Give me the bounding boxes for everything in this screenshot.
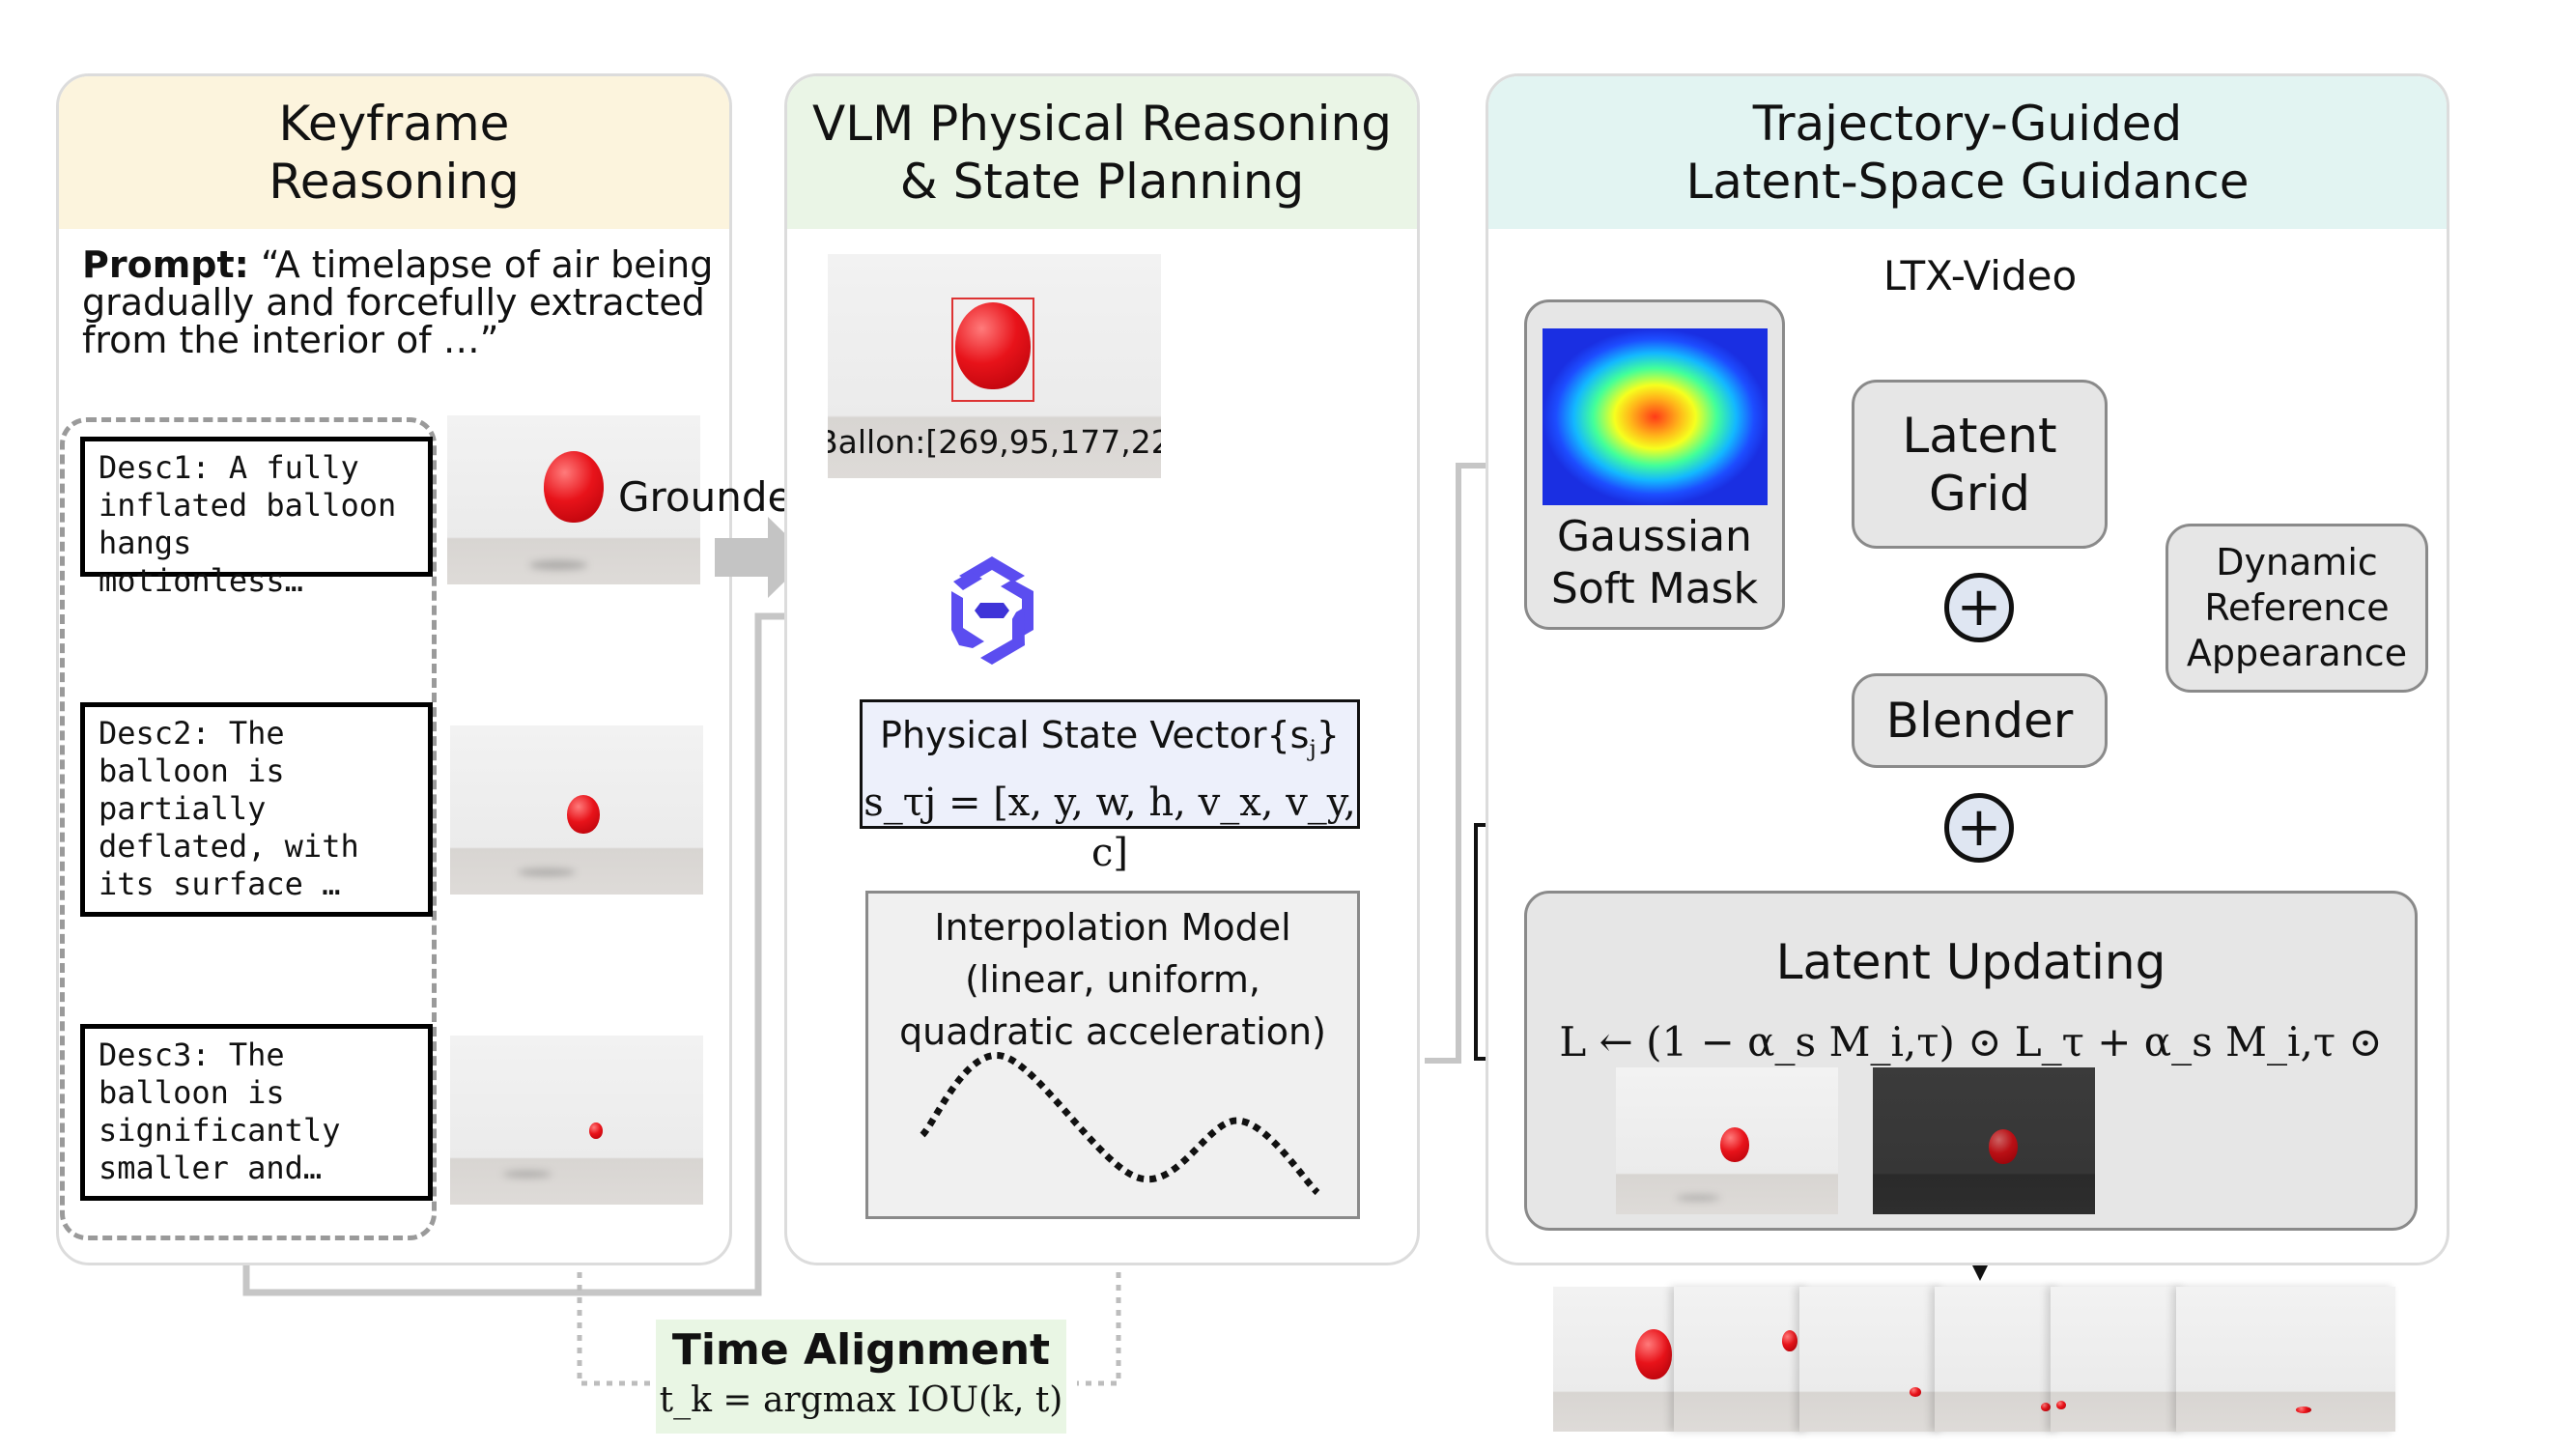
qwen-logo-icon: [951, 556, 1033, 665]
keyframe-panel-title: Keyframe Reasoning: [269, 96, 520, 210]
state-vector-title: Physical State Vector{sPhysical State Ve…: [880, 714, 1340, 762]
output-frame-6: [2176, 1287, 2395, 1432]
balloon-large: [544, 451, 604, 523]
interpolation-curve-path: [920, 1052, 1320, 1196]
output-frame-2: [1674, 1287, 1809, 1432]
latent-grid-box: Latent Grid: [1852, 380, 2108, 549]
time-alignment-formula: t_k = argmax IOU(k, t): [659, 1380, 1063, 1420]
output-video-strip: [1553, 1287, 2395, 1432]
detected-balloon: [955, 302, 1031, 389]
latent-grid-label: Latent Grid: [1902, 407, 2057, 522]
interpolation-box: Interpolation Model (linear, uniform, qu…: [865, 891, 1360, 1219]
vlm-panel-header: VLM Physical Reasoning & State Planning: [787, 76, 1417, 229]
state-vector-formula: s_τj = [x, y, w, h, v_x, v_y, c]: [863, 780, 1356, 875]
keyframe-panel-header: Keyframe Reasoning: [59, 76, 729, 229]
desc2-box: Desc2: The balloon is partially deflated…: [80, 702, 433, 917]
keyframe-image-2: [450, 725, 703, 895]
latent-updating-box: Latent Updating L ← (1 − α_s M_i,τ) ⊙ L_…: [1524, 891, 2418, 1231]
bbox-caption: Ballon:[269,95,177,224]: [828, 423, 1161, 461]
state-vector-box: Physical State Vector{sPhysical State Ve…: [860, 699, 1360, 875]
dynamic-reference-box: Dynamic Reference Appearance: [2166, 524, 2428, 693]
interpolation-title: Interpolation Model (linear, uniform, qu…: [899, 906, 1326, 1053]
latent-panel-title: Trajectory-Guided Latent-Space Guidance: [1685, 96, 2250, 210]
blender-label: Blender: [1885, 693, 2074, 749]
balloon-medium: [567, 795, 600, 834]
dynamic-reference-label: Dynamic Reference Appearance: [2186, 541, 2408, 674]
time-alignment-box: Time Alignment t_k = argmax IOU(k, t): [656, 1320, 1066, 1434]
desc3-box: Desc3: The balloon is significantly smal…: [80, 1024, 433, 1201]
keyframe-image-3: [450, 1036, 703, 1205]
gaussian-heatmap-icon: [1543, 328, 1768, 505]
interpolation-curve: [920, 1052, 1320, 1196]
latent-panel-header: Trajectory-Guided Latent-Space Guidance: [1488, 76, 2447, 229]
add-node-2: +: [1944, 793, 2014, 863]
blender-box: Blender: [1852, 673, 2108, 768]
output-frame-1: [1553, 1287, 1684, 1432]
prompt-label: Prompt:: [82, 243, 249, 286]
keyframe-dashed-group: [60, 417, 437, 1240]
time-alignment-title: Time Alignment: [671, 1325, 1051, 1375]
updating-image-dark: [1873, 1067, 2095, 1214]
updating-image-light: [1616, 1067, 1838, 1214]
keyframe-image-1: [447, 415, 700, 584]
balloon-small: [589, 1122, 603, 1139]
output-frame-3: [1799, 1287, 1944, 1432]
detection-image: Ballon:[269,95,177,224]: [828, 254, 1161, 478]
prompt-text: Prompt: “A timelapse of air being gradua…: [82, 246, 720, 359]
output-frame-5: [2051, 1287, 2186, 1432]
ltx-video-label: LTX-Video: [1882, 252, 2078, 299]
add-node-1: +: [1944, 573, 2014, 642]
latent-updating-title: Latent Updating: [1775, 934, 2166, 990]
detection-bbox: [951, 298, 1034, 402]
vlm-panel-title: VLM Physical Reasoning & State Planning: [812, 96, 1392, 210]
dotted-panel2-time: [1077, 1222, 1121, 1386]
prompt-body: “A timelapse of air being gradually and …: [82, 243, 714, 361]
output-frame-4: [1935, 1287, 2060, 1432]
desc1-box: Desc1: A fully inflated balloon hangs mo…: [80, 437, 433, 599]
gaussian-mask-label: Gaussian Soft Mask: [1550, 512, 1759, 613]
